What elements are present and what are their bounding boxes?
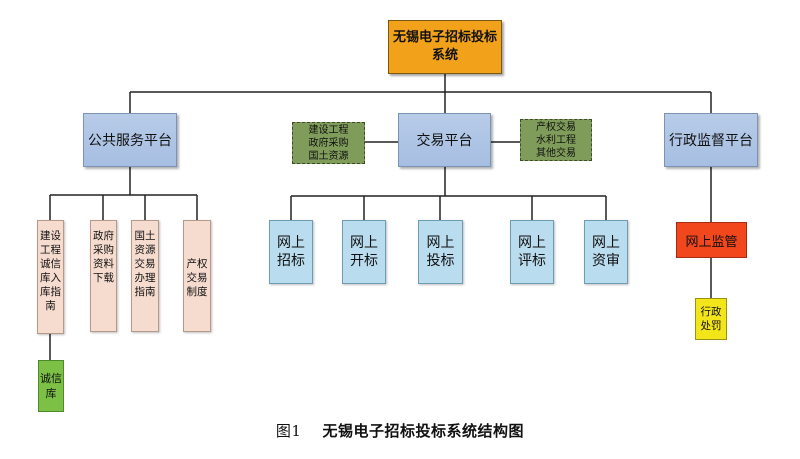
online-supervision: 网上监管 — [676, 222, 747, 258]
trade-item-5-line-1: 网上 — [592, 235, 620, 251]
figure-title: 无锡电子招标投标系统结构图 — [322, 422, 525, 440]
public-item-2-line-4: 下载 — [93, 272, 114, 284]
note-left-line-2: 政府采购 — [308, 137, 349, 149]
trade-item-4-line-1: 网上 — [518, 235, 546, 251]
trade-item-online-bid-opening: 网上 开标 — [342, 220, 386, 284]
administrative-supervision-platform-label: 行政监督平台 — [669, 133, 753, 149]
public-item-2-line-2: 采购 — [93, 244, 114, 256]
public-item-3-line-3: 交易 — [134, 258, 156, 270]
public-item-property-rules: 产权 交易 制度 — [183, 220, 211, 332]
public-service-platform: 公共服务平台 — [83, 113, 177, 167]
public-item-1-line-4: 库入 — [40, 272, 61, 284]
public-item-3-line-4: 办理 — [134, 272, 156, 284]
note-left-line-3: 国土资源 — [308, 150, 349, 162]
credit-database-line-2: 库 — [45, 387, 57, 400]
administrative-penalty-line-1: 行政 — [700, 306, 722, 318]
trade-item-online-evaluation: 网上 评标 — [510, 220, 554, 284]
public-item-2-line-1: 政府 — [93, 230, 114, 242]
root-line-1: 无锡电子招标投标 — [392, 30, 497, 45]
note-right-line-3: 其他交易 — [536, 147, 576, 159]
trade-item-online-qualification: 网上 资审 — [584, 220, 628, 284]
trade-item-1-line-2: 招标 — [277, 253, 305, 269]
public-item-4-line-2: 交易 — [186, 272, 208, 284]
root-line-2: 系统 — [431, 48, 458, 63]
public-item-4-line-3: 制度 — [186, 286, 208, 298]
trade-item-2-line-1: 网上 — [350, 235, 378, 251]
trading-platform: 交易平台 — [398, 113, 491, 167]
public-item-1-line-2: 工程 — [40, 244, 61, 256]
public-item-1-line-1: 建设 — [40, 230, 61, 242]
note-right: 产权交易 水利工程 其他交易 — [520, 119, 592, 161]
credit-database: 诚信 库 — [38, 360, 64, 412]
note-right-line-1: 产权交易 — [536, 121, 576, 133]
public-service-platform-label: 公共服务平台 — [88, 133, 172, 149]
root-node: 无锡电子招标投标 系统 — [388, 20, 502, 74]
trade-item-2-line-2: 开标 — [350, 253, 378, 269]
public-item-4-line-1: 产权 — [186, 258, 208, 270]
public-item-3-line-1: 国土 — [134, 230, 156, 242]
public-item-3-line-2: 资源 — [134, 244, 156, 256]
trading-platform-label: 交易平台 — [416, 133, 473, 149]
administrative-supervision-platform: 行政监督平台 — [664, 113, 758, 167]
note-right-line-2: 水利工程 — [536, 134, 576, 146]
trade-item-3-line-2: 投标 — [426, 253, 455, 269]
public-item-2-line-3: 资料 — [93, 258, 114, 270]
public-item-1-line-5: 库指 — [40, 286, 61, 298]
trade-item-1-line-1: 网上 — [277, 235, 305, 251]
administrative-penalty: 行政 处罚 — [695, 298, 727, 340]
credit-database-line-1: 诚信 — [40, 372, 62, 385]
trade-item-online-bidding: 网上 投标 — [418, 220, 463, 284]
note-left-line-1: 建设工程 — [308, 124, 349, 136]
administrative-penalty-line-2: 处罚 — [700, 320, 722, 332]
public-item-land-trade-guide: 国土 资源 交易 办理 指南 — [131, 220, 159, 332]
figure-label: 图1 — [275, 422, 302, 440]
public-item-procurement-download: 政府 采购 资料 下载 — [90, 220, 117, 332]
trade-item-3-line-1: 网上 — [426, 235, 455, 251]
trade-item-5-line-2: 资审 — [592, 253, 620, 269]
online-supervision-label: 网上监管 — [685, 234, 738, 250]
public-item-1-line-6: 南 — [45, 300, 56, 312]
public-item-3-line-5: 指南 — [134, 286, 156, 298]
trade-item-online-tendering: 网上 招标 — [269, 220, 313, 284]
trade-item-4-line-2: 评标 — [518, 253, 546, 269]
public-item-credit-guide: 建设 工程 诚信 库入 库指 南 — [37, 220, 64, 334]
figure-caption: 图1 无锡电子招标投标系统结构图 — [0, 420, 800, 441]
public-item-1-line-3: 诚信 — [40, 258, 61, 270]
note-left: 建设工程 政府采购 国土资源 — [292, 122, 365, 164]
